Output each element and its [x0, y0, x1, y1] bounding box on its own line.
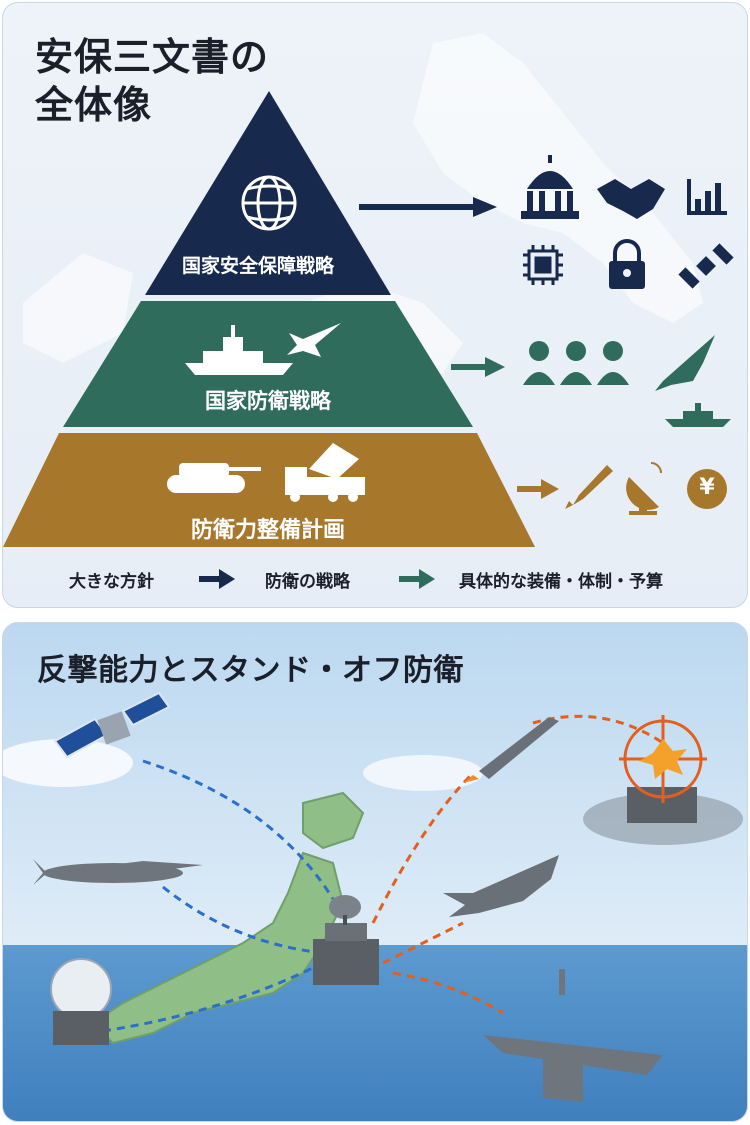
arrow-nds	[451, 357, 505, 377]
tier-label-nds: 国家防衛戦略	[205, 389, 331, 413]
main-title: 安保三文書の 全体像	[35, 35, 270, 127]
aircraft-icon	[655, 335, 715, 391]
legend-arrow-1	[199, 569, 235, 589]
cloud	[3, 739, 133, 787]
fighter-jet-bottom-icon	[443, 855, 559, 917]
legend: 大きな方針 防衛の戦略 具体的な装備・体制・予算	[3, 563, 747, 595]
standoff-defense-panel: 反撃能力とスタンド・オフ防衛	[2, 622, 748, 1122]
tier-label-dbp: 防衛力整備計画	[190, 518, 345, 543]
section-title: 反撃能力とスタンド・オフ防衛	[37, 653, 464, 688]
cruise-missile-icon	[463, 717, 559, 783]
japan-map-background	[23, 33, 703, 373]
bottom-panel-graphics	[3, 623, 747, 1121]
radar-dome-icon	[50, 958, 112, 1045]
satellite-small-icon	[678, 243, 734, 289]
destroyer-bottom-icon	[483, 969, 663, 1102]
arrow-nss	[359, 197, 497, 217]
soldiers-icon	[523, 341, 629, 385]
handshake-icon	[597, 179, 665, 219]
command-center-icon	[313, 895, 379, 985]
legend-item-equipment-budget: 具体的な装備・体制・予算	[459, 572, 663, 592]
missile-icon	[565, 465, 613, 509]
satellite-icon	[53, 691, 171, 759]
bar-chart-icon	[687, 179, 727, 215]
chip-icon	[523, 245, 563, 285]
tier-defense-buildup-program	[3, 433, 535, 547]
lock-icon	[609, 239, 645, 289]
legend-item-defense-strategy: 防衛の戦略	[265, 572, 350, 592]
tank-icon	[167, 463, 261, 493]
globe-icon	[241, 175, 297, 231]
government-building-icon	[521, 155, 579, 219]
sensor-links	[102, 759, 335, 1033]
destroyer-icon	[665, 403, 731, 427]
yen-symbol: ¥	[699, 475, 715, 500]
tier-label-nss: 国家安全保障戦略	[181, 255, 334, 277]
tier-national-security-strategy	[145, 91, 391, 295]
target-launcher-icon	[583, 715, 743, 845]
radar-dish-icon	[626, 462, 662, 515]
missile-launcher-truck-icon	[285, 443, 365, 502]
legend-item-broad-policy: 大きな方針	[69, 572, 154, 592]
yen-coin-icon	[687, 469, 727, 509]
arrow-dbp	[517, 479, 559, 499]
sky	[3, 623, 747, 945]
security-documents-panel: 安保三文書の 全体像 国家安全保障戦略 国家防衛戦略 防衛力整備計画 ¥ 大きな…	[2, 2, 748, 608]
legend-arrow-2	[399, 569, 435, 589]
cloud	[363, 755, 483, 791]
top-panel-graphics	[3, 33, 734, 589]
warship-icon	[185, 325, 293, 375]
fighter-jet-icon	[287, 323, 341, 357]
drone-icon	[33, 859, 203, 885]
